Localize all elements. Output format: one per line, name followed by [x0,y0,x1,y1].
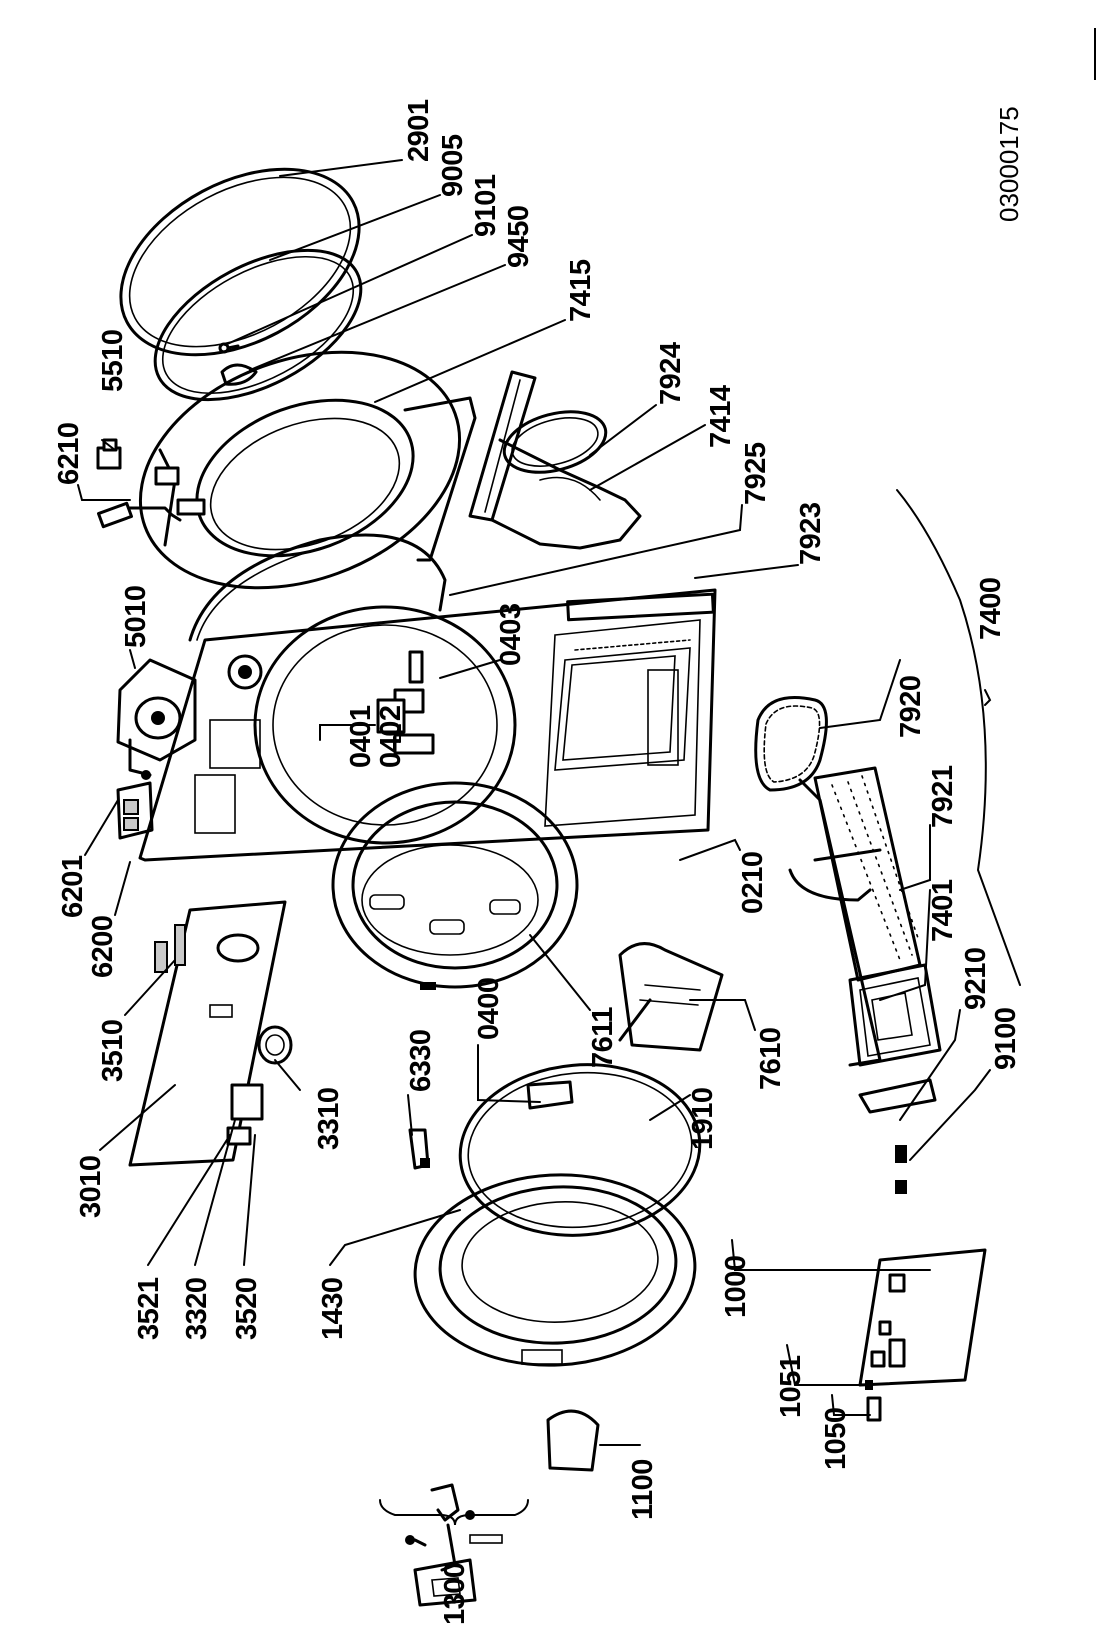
part-2901-seal-ring [119,167,361,357]
label-7925: 7925 [740,442,772,505]
label-9450: 9450 [503,205,535,268]
part-0210-front-panel [138,588,717,862]
part-9100-screw [895,1145,907,1194]
part-9210-handle [858,1078,937,1114]
label-3521: 3521 [133,1277,165,1340]
label-1051: 1051 [775,1355,807,1418]
label-2901: 2901 [403,99,435,162]
label-3320: 3320 [181,1277,213,1340]
part-3510-switch-pins [154,924,186,973]
label-7400: 7400 [975,577,1007,640]
label-6330: 6330 [405,1029,437,1092]
part-1000-service-panel [858,1248,987,1387]
label-3520: 3520 [231,1277,263,1340]
part-7925-gasket [188,533,447,642]
label-5010: 5010 [120,585,152,648]
label-5510: 5510 [97,329,129,392]
label-0210: 0210 [737,851,769,914]
label-7414: 7414 [705,385,737,448]
part-3310-knob [257,1025,293,1065]
part-1300-hinge-kit [405,1483,503,1607]
label-9101: 9101 [470,174,502,237]
part-3010-control-panel [128,900,287,1167]
label-0400: 0400 [473,977,505,1040]
part-1910-door-seal [458,1063,702,1237]
part-7611-door-frame [331,781,579,990]
label-6201: 6201 [57,855,89,918]
label-0402: 0402 [375,705,407,768]
part-7923-rail [566,592,715,622]
label-9210: 9210 [960,947,992,1010]
label-7401: 7401 [927,879,959,942]
label-1430: 1430 [317,1277,349,1340]
part-1430-door [413,1173,697,1367]
label-7610: 7610 [755,1027,787,1090]
label-3510: 3510 [97,1019,129,1082]
label-9100: 9100 [990,1007,1022,1070]
part-5010-motor [116,658,197,780]
label-3310: 3310 [313,1087,345,1150]
reference-code: 03000175 [994,106,1024,222]
label-6200: 6200 [87,915,119,978]
label-1000: 1000 [720,1255,752,1318]
part-7920-filter-seal [754,696,828,792]
label-9005: 9005 [437,134,469,197]
label-7415: 7415 [565,259,597,322]
label-0403: 0403 [495,603,527,666]
part-9005-clamp-ring [153,248,363,402]
part-6330-latch [408,1128,430,1170]
part-7610-filter-cover [618,942,724,1052]
part-7921-lint-filter [788,766,922,1067]
part-7414-air-duct [468,370,642,550]
part-9450-clip [220,363,258,386]
leader-lines [77,159,1021,1526]
part-6210-thermostat [97,466,206,529]
label-1100: 1100 [627,1459,659,1520]
label-3010: 3010 [75,1155,107,1218]
label-1050: 1050 [820,1407,852,1470]
part-labels: 2901 9005 9101 9450 7415 5510 6210 7924 … [53,99,1022,1625]
label-6210: 6210 [53,422,85,485]
label-1910: 1910 [687,1087,719,1150]
part-0400-bracket [526,1080,574,1110]
part-6201-switch [116,781,154,840]
label-0401: 0401 [345,705,377,768]
label-7920: 7920 [895,675,927,738]
label-1300: 1300 [439,1562,471,1625]
label-7924: 7924 [655,342,687,405]
label-7923: 7923 [795,502,827,565]
label-7611: 7611 [587,1007,619,1068]
part-9101-screw [218,342,240,354]
part-1100-handle [546,1409,600,1472]
label-7921: 7921 [927,765,959,828]
